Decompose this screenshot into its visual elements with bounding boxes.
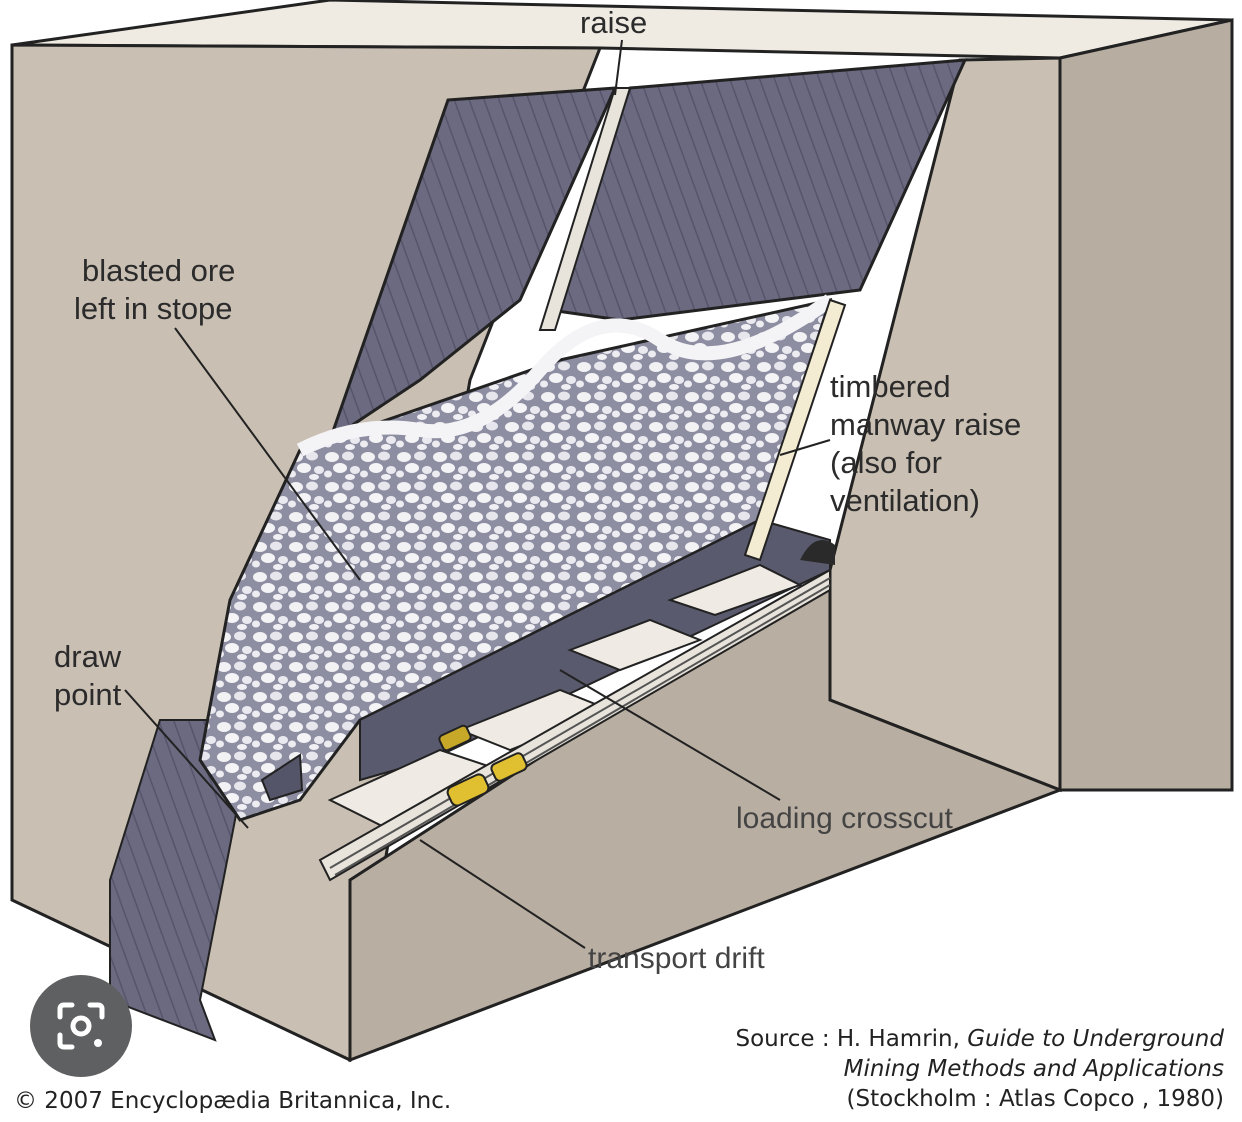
leader-draw-point — [124, 689, 249, 829]
draw-point-opening — [260, 753, 304, 802]
block-right-face — [1058, 18, 1234, 792]
label-timbered-line2: manway raise — [830, 407, 1022, 442]
lens-search-button[interactable] — [30, 975, 132, 1077]
loading-crosscuts — [327, 563, 803, 832]
source-prefix: Source : H. Hamrin, — [735, 1026, 968, 1052]
leader-raise — [614, 39, 623, 96]
label-raise: raise — [580, 5, 648, 40]
leader-loading-crosscut — [559, 669, 781, 801]
source-title-line2: Mining Methods and Applications — [843, 1056, 1224, 1082]
ore-top-surface — [296, 294, 835, 457]
label-draw-point: draw point — [54, 638, 121, 714]
label-blasted-ore-line1: blasted ore — [82, 253, 236, 288]
raise-shaft — [538, 87, 632, 331]
leader-timbered — [779, 439, 831, 456]
source-title-line1: Guide to Underground — [967, 1026, 1224, 1052]
copyright-credit: © 2007 Encyclopædia Britannica, Inc. — [14, 1088, 452, 1114]
drift-portal — [800, 540, 835, 565]
source-line2: Mining Methods and Applications — [736, 1054, 1224, 1084]
rail — [334, 584, 831, 876]
label-blasted-ore: blasted ore left in stope — [74, 252, 236, 328]
label-blasted-ore-line2: left in stope — [74, 291, 233, 326]
lens-search-icon — [57, 1002, 105, 1050]
leader-transport-drift — [419, 839, 586, 949]
label-timbered-line3: (also for — [830, 445, 942, 480]
label-timbered-line1: timbered — [830, 369, 951, 404]
rail — [329, 577, 831, 869]
label-timbered-line4: ventilation) — [830, 483, 980, 518]
crosscut-slab — [667, 563, 803, 617]
label-loading-crosscut: loading crosscut — [736, 802, 953, 835]
timbered-manway-raise — [743, 298, 847, 562]
source-line1: Source : H. Hamrin, Guide to Underground — [736, 1024, 1224, 1054]
vein-hanging-wall-left — [327, 86, 618, 444]
label-transport-drift: transport drift — [588, 942, 765, 975]
label-timbered-manway: timbered manway raise (also for ventilat… — [830, 368, 1021, 520]
loader-vehicle — [438, 724, 528, 807]
leader-lines — [124, 39, 831, 949]
source-citation: Source : H. Hamrin, Guide to Underground… — [736, 1024, 1224, 1114]
crosscut-slab — [567, 618, 703, 672]
source-line3: (Stockholm : Atlas Copco , 1980) — [846, 1086, 1224, 1112]
label-draw-point-line1: draw — [54, 639, 122, 674]
leader-blasted-ore — [174, 327, 361, 581]
label-draw-point-line2: point — [54, 677, 122, 712]
blasted-ore-mass — [198, 297, 833, 822]
